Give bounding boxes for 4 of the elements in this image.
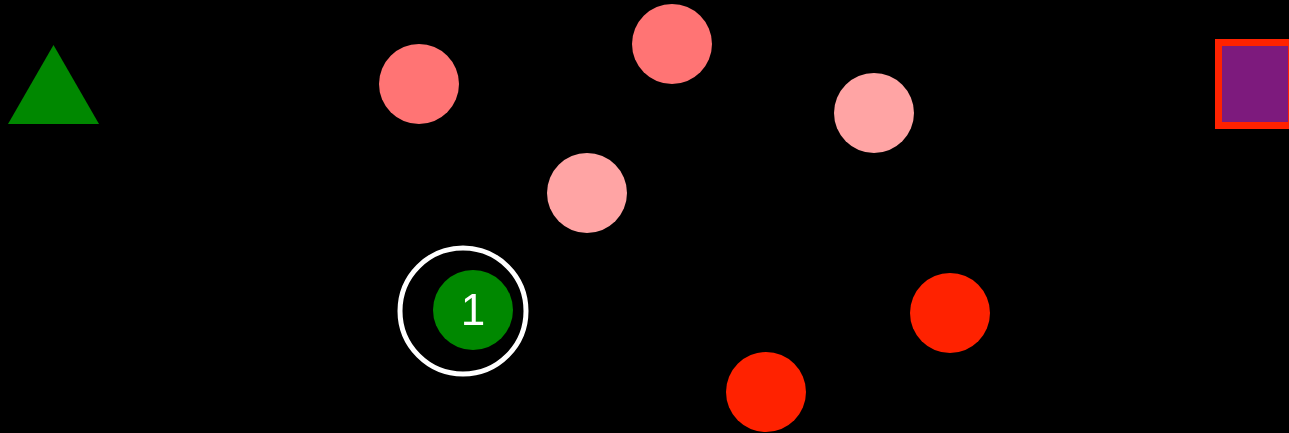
triangle-shape — [8, 45, 99, 124]
numbered-circle — [433, 270, 513, 350]
square-shape — [1215, 39, 1289, 129]
number-label: 1 — [460, 288, 486, 332]
